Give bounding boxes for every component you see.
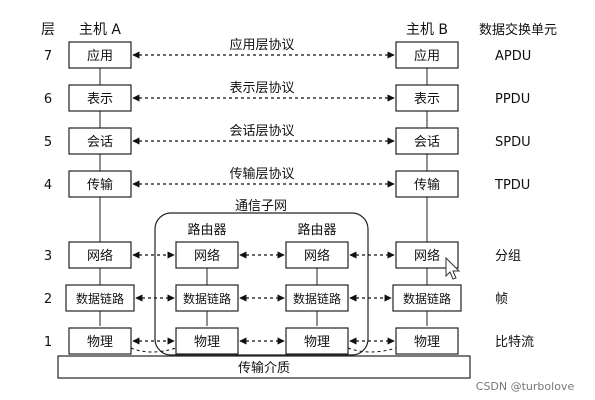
host-a-layer-1-frame: [68, 327, 132, 355]
host-a-layer-7-frame: [68, 41, 132, 69]
host-a-layer-5-frame: [68, 127, 132, 155]
host-b-layer-1: 物理: [395, 327, 459, 355]
host-a-layer-2: 数据链路: [65, 284, 135, 312]
layer-number-4: 4: [44, 178, 52, 193]
router-label-2: 路由器: [297, 222, 336, 238]
host-b-layer-2-label: 数据链路: [403, 291, 451, 306]
protocol-label-6: 表示层协议: [229, 81, 294, 96]
host-b-layer-6: 表示: [395, 84, 459, 112]
host-b-layer-7-frame: [395, 41, 459, 69]
router-1-layer-2-frame: [175, 284, 239, 312]
host-a-layer-4-frame: [68, 170, 132, 198]
host-b-layer-3-label: 网络: [414, 248, 440, 264]
host-a-layer-4-label: 传输: [87, 177, 113, 193]
mouse-cursor-icon: [445, 256, 461, 280]
host-a-layer-4: 传输: [68, 170, 132, 198]
header-pdu: 数据交换单元: [479, 22, 557, 38]
host-b-layer-7-label: 应用: [414, 48, 440, 64]
pdu-layer-7: APDU: [495, 49, 531, 64]
router-1-layer-3-frame: [175, 241, 239, 269]
host-a-layer-3-frame: [68, 241, 132, 269]
host-b-layer-6-label: 表示: [414, 92, 440, 107]
router-label-1: 路由器: [187, 222, 226, 238]
router-1-layer-3: 网络: [175, 241, 239, 269]
pdu-layer-5: SPDU: [495, 135, 531, 150]
router-1-layer-3-label: 网络: [194, 248, 220, 264]
host-b-layer-3: 网络: [395, 241, 459, 269]
host-b-layer-7: 应用: [395, 41, 459, 69]
router-2-layer-1: 物理: [285, 327, 349, 355]
host-a-layer-1-label: 物理: [87, 335, 113, 350]
subnet-title: 通信子网: [235, 199, 287, 214]
host-b-layer-1-frame: [395, 327, 459, 355]
router-2-layer-3-frame: [285, 241, 349, 269]
pdu-layer-2: 帧: [495, 292, 508, 307]
transmission-medium-label: 传输介质: [238, 360, 290, 376]
host-a-layer-3-label: 网络: [87, 248, 113, 264]
host-b-layer-4: 传输: [395, 170, 459, 198]
host-a-layer-5: 会话: [68, 127, 132, 155]
protocol-label-4: 传输层协议: [229, 166, 294, 182]
host-a-layer-1: 物理: [68, 327, 132, 355]
layer-rows: 7 应用 应用 APDU 应用层协议 6 表示 表示 PPDU 表示层协议 5 会话 会话 SPDU 会话层…: [44, 37, 534, 355]
header-host-b: 主机 B: [406, 22, 448, 38]
host-b-layer-2: 数据链路: [392, 284, 462, 312]
host-b-layer-4-label: 传输: [414, 177, 440, 193]
host-a-layer-6: 表示: [68, 84, 132, 112]
layer-number-5: 5: [44, 135, 52, 150]
host-a-layer-7: 应用: [68, 41, 132, 69]
router-2-layer-2: 数据链路: [285, 284, 349, 312]
router-1-layer-1-label: 物理: [194, 335, 220, 350]
layer-number-2: 2: [44, 292, 52, 307]
host-a-layer-6-label: 表示: [87, 92, 113, 107]
host-b-layer-1-label: 物理: [414, 335, 440, 350]
protocol-label-7: 应用层协议: [229, 37, 294, 53]
layer-number-1: 1: [44, 335, 52, 350]
host-a-layer-6-frame: [68, 84, 132, 112]
router-2-layer-2-frame: [285, 284, 349, 312]
protocol-label-5: 会话层协议: [229, 124, 294, 139]
host-b-layer-5-frame: [395, 127, 459, 155]
host-a-layer-3: 网络: [68, 241, 132, 269]
router-2-layer-3-label: 网络: [304, 248, 330, 264]
router-2-layer-2-label: 数据链路: [293, 291, 341, 306]
pdu-layer-1: 比特流: [495, 335, 534, 350]
router-1-layer-2: 数据链路: [175, 284, 239, 312]
host-a-layer-2-frame: [65, 284, 135, 312]
router-1-layer-1: 物理: [175, 327, 239, 355]
layer-number-7: 7: [44, 49, 52, 64]
pdu-layer-6: PPDU: [495, 92, 530, 107]
medium-link-right: [347, 347, 397, 353]
host-b-layer-4-frame: [395, 170, 459, 198]
communication-subnet-box: [154, 212, 369, 356]
header-host-a: 主机 A: [79, 22, 121, 38]
host-b-layer-5: 会话: [395, 127, 459, 155]
host-b-layer-2-frame: [392, 284, 462, 312]
header-layer: 层: [41, 22, 55, 38]
router-1-layer-1-frame: [175, 327, 239, 355]
medium-link-left: [130, 347, 177, 353]
router-2-layer-3: 网络: [285, 241, 349, 269]
watermark: CSDN @turbolove: [476, 380, 575, 393]
pdu-layer-3: 分组: [495, 249, 521, 264]
host-a-layer-5-label: 会话: [87, 135, 113, 150]
transmission-medium-box: [57, 355, 471, 379]
layer-number-3: 3: [44, 249, 52, 264]
router-1-layer-2-label: 数据链路: [183, 291, 231, 306]
host-b-layer-5-label: 会话: [414, 135, 440, 150]
layer-number-6: 6: [44, 92, 52, 107]
host-a-layer-7-label: 应用: [87, 48, 113, 64]
host-b-layer-6-frame: [395, 84, 459, 112]
router-2-layer-1-label: 物理: [304, 335, 330, 350]
pdu-layer-4: TPDU: [494, 178, 530, 193]
router-2-layer-1-frame: [285, 327, 349, 355]
host-a-layer-2-label: 数据链路: [76, 291, 124, 306]
